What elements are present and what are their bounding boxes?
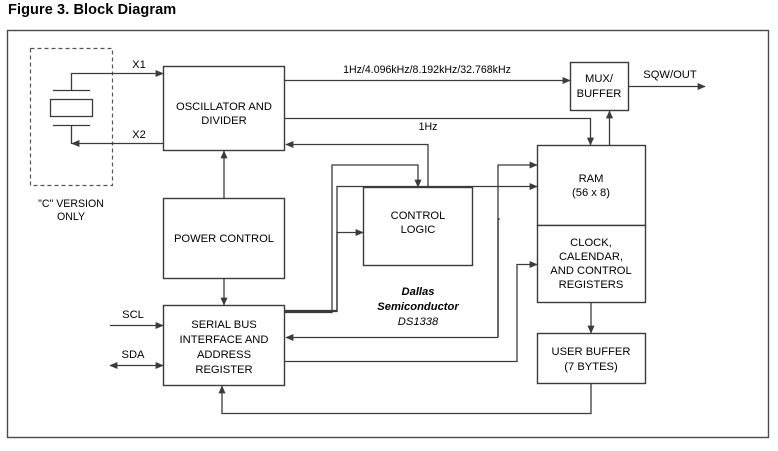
label-serial-bus-line1: SERIAL BUS <box>191 319 257 331</box>
wire-serial-to-control-logic-top <box>285 164 422 314</box>
label-scl: SCL <box>122 309 144 321</box>
brand-line2: Semiconductor <box>377 301 459 313</box>
wire-user-buffer-feedback <box>218 384 592 415</box>
label-user-buffer-line2: (7 BYTES) <box>564 361 618 373</box>
wire-serial-to-ram <box>285 182 538 313</box>
c-version-dashed-box <box>29 47 114 187</box>
label-1hz: 1Hz <box>419 121 438 133</box>
label-control-logic-line1: CONTROL <box>391 210 446 222</box>
wire-registers-feed-up <box>497 161 538 337</box>
label-serial-bus-line3: ADDRESS <box>197 349 251 361</box>
label-frequency-bus: 1Hz/4.096kHz/8.192kHz/32.768kHz <box>343 64 511 76</box>
block-ram <box>536 144 647 227</box>
label-oscillator-line1: OSCILLATOR AND <box>176 101 272 113</box>
label-serial-bus-line2: INTERFACE AND <box>180 334 269 346</box>
label-mux-buffer-line1: MUX/ <box>585 73 614 85</box>
label-sda: SDA <box>121 349 145 361</box>
block-clock-calendar-registers <box>536 224 647 304</box>
c-version-note-line2: ONLY <box>57 211 85 223</box>
brand-line3: DS1338 <box>398 316 439 328</box>
label-sqw-out: SQW/OUT <box>643 69 697 81</box>
label-x2: X2 <box>132 129 146 141</box>
label-clock-registers-line1: CLOCK, <box>570 237 612 249</box>
block-oscillator-and-divider <box>162 65 286 152</box>
label-user-buffer-line1: USER BUFFER <box>552 346 631 358</box>
label-ram-line1: RAM <box>579 173 604 185</box>
label-power-control: POWER CONTROL <box>174 233 274 245</box>
block-power-control <box>162 197 286 280</box>
label-serial-bus-line4: REGISTER <box>195 364 252 376</box>
label-x1: X1 <box>132 59 146 71</box>
wire-serial-to-registers <box>285 260 538 363</box>
label-mux-buffer-line2: BUFFER <box>577 88 622 100</box>
label-control-logic-line2: LOGIC <box>401 224 436 236</box>
page-title: Figure 3. Block Diagram <box>8 2 177 18</box>
wire-control-to-oscillator <box>285 140 429 187</box>
label-clock-registers-line3: AND CONTROL <box>550 265 631 277</box>
label-oscillator-line2: DIVIDER <box>201 115 246 127</box>
brand-line1: Dallas <box>402 286 435 298</box>
block-user-buffer <box>536 332 647 385</box>
wire-1hz <box>285 117 595 146</box>
block-mux-buffer <box>569 61 630 112</box>
label-ram-line2: (56 x 8) <box>572 187 610 199</box>
label-clock-registers-line4: REGISTERS <box>559 279 624 291</box>
label-clock-registers-line2: CALENDAR, <box>559 251 623 263</box>
c-version-note-line1: "C" VERSION <box>38 198 104 210</box>
